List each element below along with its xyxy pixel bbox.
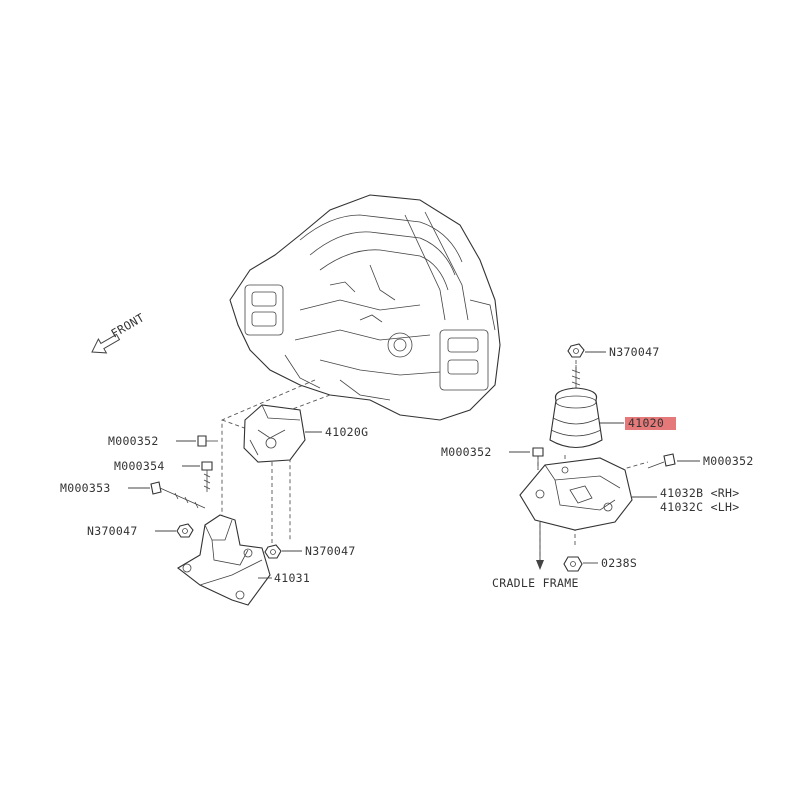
nut-0238s [563, 556, 583, 572]
bracket-41032 [519, 457, 633, 531]
label-m000352-left: M000352 [108, 434, 159, 448]
label-0238s: 0238S [601, 556, 637, 570]
cradle-arrow-icon [536, 560, 544, 570]
front-label: FRONT [109, 310, 147, 340]
front-arrow-icon [91, 333, 121, 354]
label-m000353: M000353 [60, 481, 111, 495]
label-m000352-right-a: M000352 [441, 445, 492, 459]
bolt-m000352-right-b [647, 453, 676, 469]
nut-n370047-left-b [264, 544, 282, 559]
engine-block [229, 194, 501, 421]
bolt-m000353 [150, 481, 206, 509]
main-engine-mount-41020 [549, 365, 603, 449]
label-41020: 41020 [628, 416, 664, 430]
front-left-mount [243, 404, 306, 463]
bolt-m000352-right-a [532, 447, 544, 470]
label-n370047-left-a: N370047 [87, 524, 138, 538]
label-41031: 41031 [274, 571, 310, 585]
label-cradle-frame: CRADLE FRAME [492, 576, 579, 590]
front-bracket-41031 [177, 514, 271, 606]
label-41032c: 41032C <LH> [660, 500, 739, 514]
bolt-m000352-left [197, 435, 218, 447]
bolt-m000354 [201, 461, 213, 492]
highlight-41020 [625, 417, 676, 430]
label-n370047-right: N370047 [609, 345, 660, 359]
nut-n370047-right [567, 343, 585, 358]
label-n370047-left-b: N370047 [305, 544, 356, 558]
label-m000352-right-b: M000352 [703, 454, 754, 468]
label-41032b: 41032B <RH> [660, 486, 739, 500]
label-41020g: 41020G [325, 425, 368, 439]
nut-n370047-left-a [176, 523, 194, 538]
label-m000354: M000354 [114, 459, 165, 473]
